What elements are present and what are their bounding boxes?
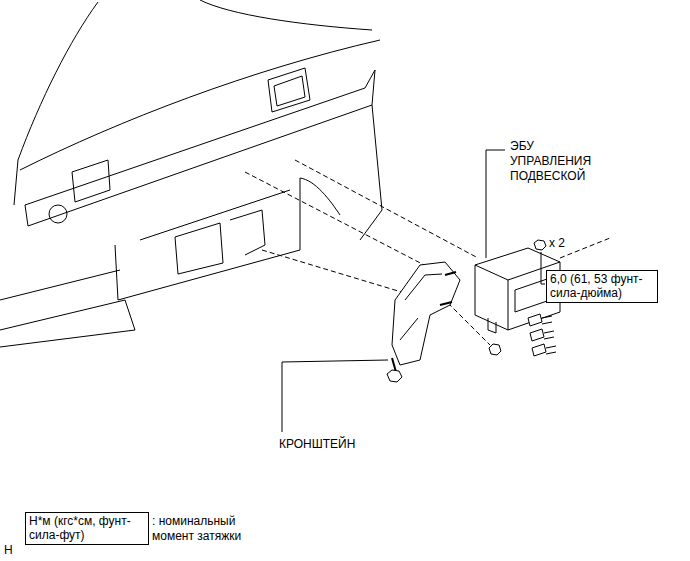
ecu-ports [515,278,550,312]
wire-connector [528,314,546,356]
dash-band-top [25,70,375,205]
nut [534,240,546,250]
inner-module [175,223,223,274]
node-text: 6,0 (61, 53 фунт-сила-дюйма) [550,272,654,301]
wire [542,316,556,354]
bolt [387,370,402,382]
part-name: КРОНШТЕЙН [279,437,355,452]
legend-box: Н*м (кгс*см, фунт-сила-фут) [25,512,149,545]
inner-duct [230,210,265,255]
figure-code: H [4,543,13,558]
legend-text: : номинальный момент затяжки [152,514,252,544]
stud [440,272,456,305]
dash-band-bottom [28,70,375,226]
install-line [295,160,478,258]
dash-band-end [25,205,28,226]
dash-lower [300,178,340,215]
install-line [262,250,418,297]
dash-top [20,40,380,170]
part-name: ЭБУ УПРАВЛЕНИЯ ПОДВЕСКОЙ [510,139,591,184]
install-line [560,238,610,258]
windshield-pillar [14,2,98,205]
leader-line [486,150,505,258]
nut [489,344,501,355]
torque-box: 6,0 (61, 53 фунт-сила-дюйма) [546,270,658,303]
dash-upper [200,0,372,30]
glovebox-opening [115,178,300,300]
leader-line [541,252,545,284]
switch-knob [49,205,67,223]
air-vent [72,160,110,202]
ecu-tab [488,318,496,333]
air-vent-inner [274,76,305,106]
leader-line [282,360,388,432]
air-vent [268,68,310,112]
bracket [392,262,460,365]
node-text: Н*м (кгс*см, фунт-сила-фут) [29,514,145,543]
dash-side [360,105,382,240]
bracket-detail [400,274,442,340]
center-console [0,270,135,347]
quantity-label: x 2 [549,236,565,251]
glovebox-edge [140,190,290,240]
